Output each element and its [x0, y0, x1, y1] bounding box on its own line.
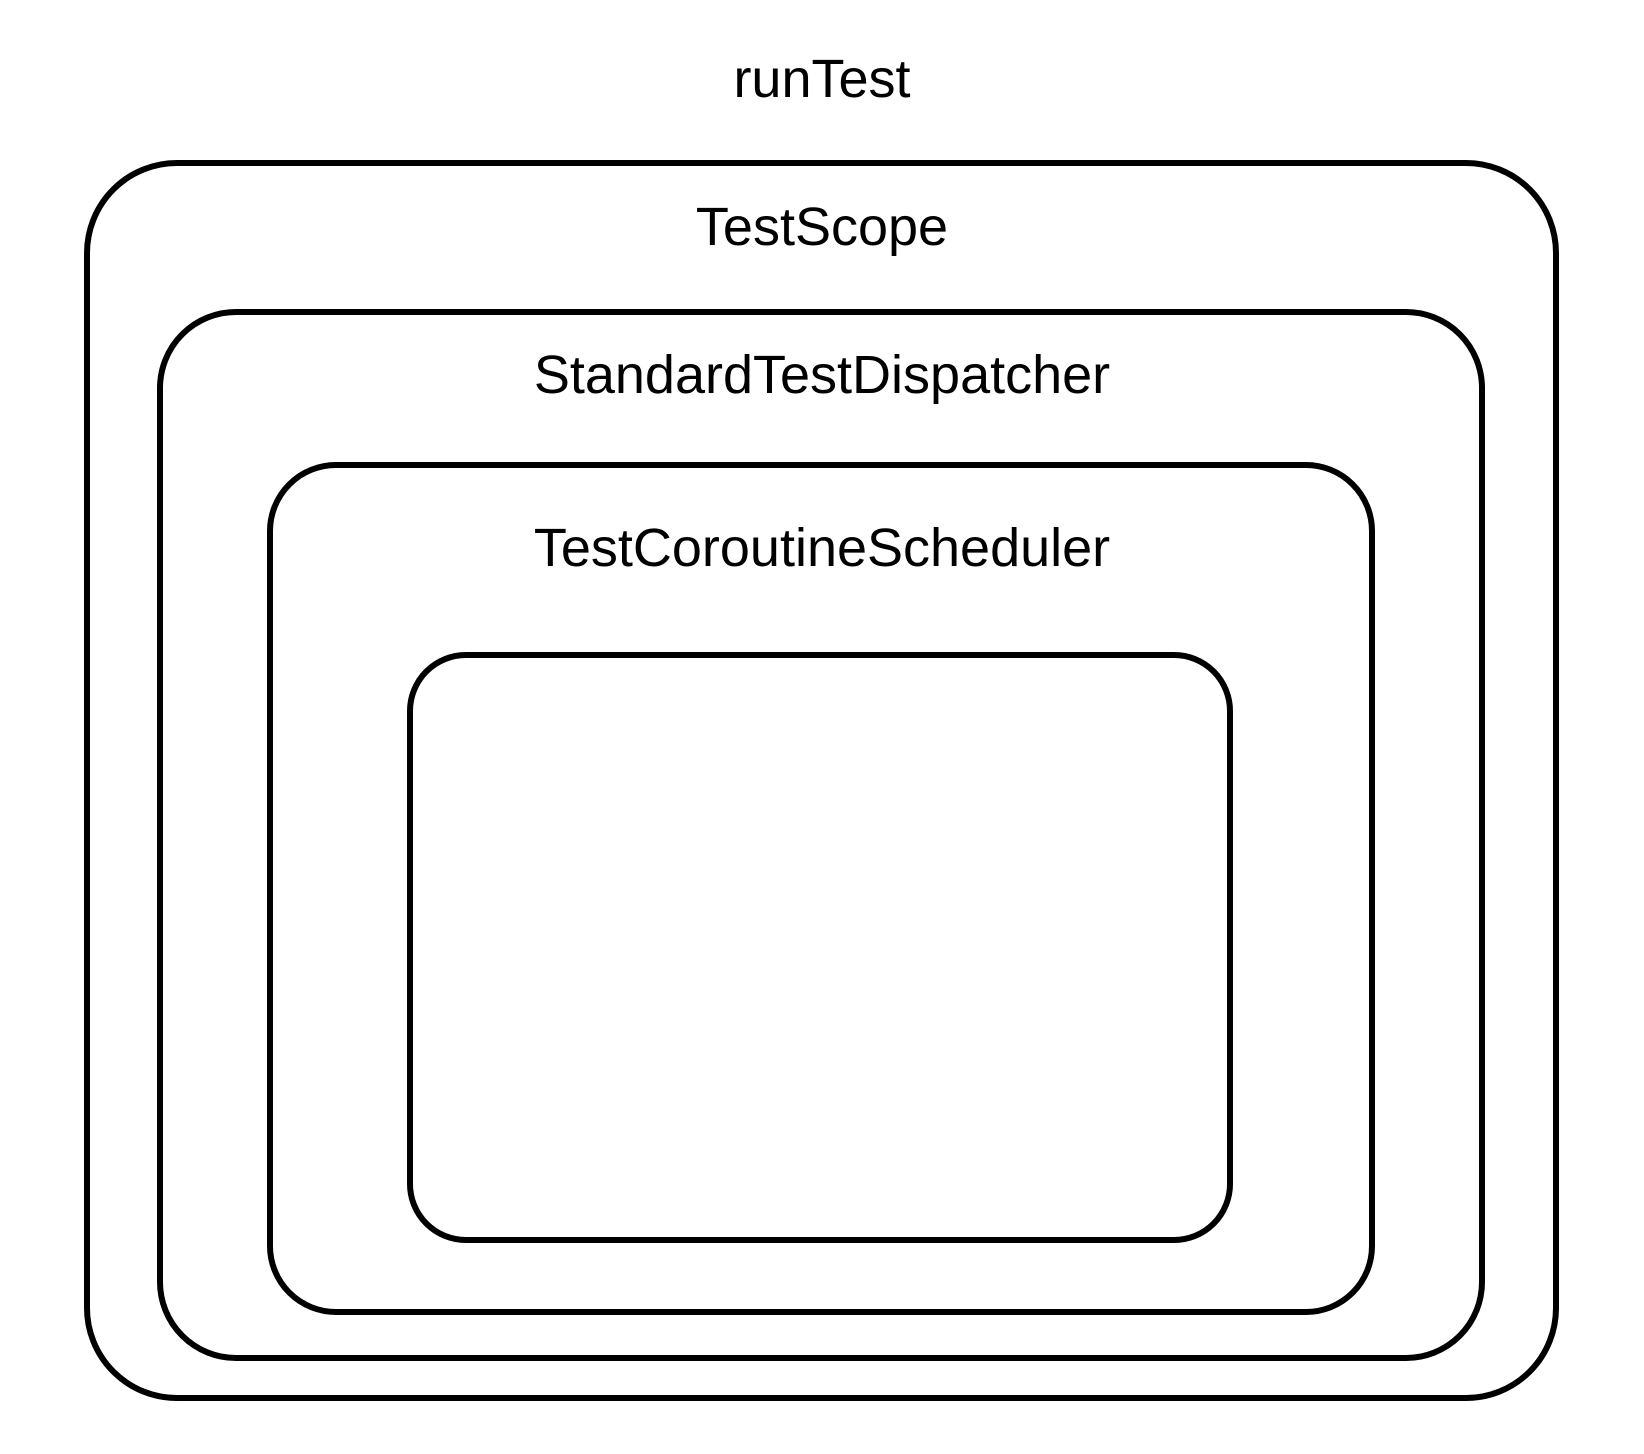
testscope-box — [157, 309, 1485, 1361]
testcoroutinescheduler-box — [407, 652, 1233, 1243]
testcoroutinescheduler-label: TestCoroutineScheduler — [533, 518, 1111, 578]
standardtestdispatcher-box — [267, 462, 1375, 1315]
standardtestdispatcher-label: StandardTestDispatcher — [533, 345, 1111, 405]
runtest-box — [84, 160, 1559, 1401]
testscope-label: TestScope — [695, 197, 949, 257]
runtest-label: runTest — [733, 49, 911, 109]
